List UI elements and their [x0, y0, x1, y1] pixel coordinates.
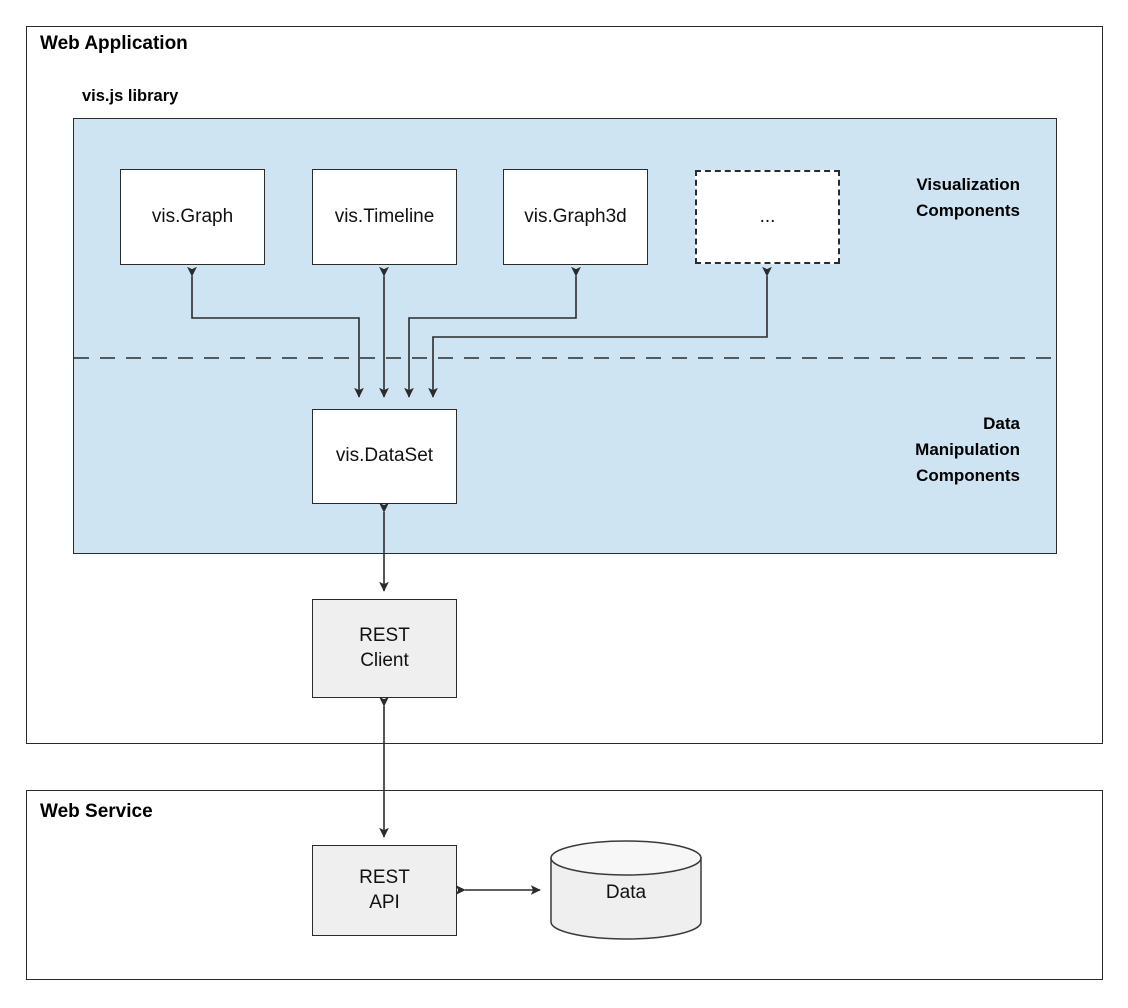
node-vis-timeline[interactable]: vis.Timeline — [312, 169, 457, 265]
node-rest-api-line-2: API — [369, 891, 400, 913]
node-rest-api-line-1: REST — [359, 867, 410, 889]
section-label-data-manipulation-line-3: Components — [916, 465, 1020, 485]
node-rest-api[interactable]: REST API — [312, 845, 457, 936]
library-title: vis.js library — [82, 87, 179, 105]
node-data-store[interactable] — [548, 840, 704, 940]
frame-web-service — [26, 790, 1103, 980]
node-vis-graph[interactable]: vis.Graph — [120, 169, 265, 265]
frame-web-service-title: Web Service — [40, 801, 153, 822]
node-rest-client-line-1: REST — [359, 625, 410, 647]
node-rest-client-line-2: Client — [360, 649, 409, 671]
node-vis-dataset[interactable]: vis.DataSet — [312, 409, 457, 504]
section-label-data-manipulation: Data Manipulation Components — [790, 411, 1020, 488]
frame-web-application — [26, 26, 1103, 744]
frame-web-application-title: Web Application — [40, 33, 188, 54]
node-rest-client[interactable]: REST Client — [312, 599, 457, 698]
section-label-visualization-line-2: Components — [916, 200, 1020, 220]
section-label-visualization: Visualization Components — [790, 172, 1020, 224]
section-label-data-manipulation-line-1: Data — [983, 414, 1020, 433]
node-more-components[interactable]: ... — [695, 170, 840, 264]
node-data-store-label: Data — [605, 882, 647, 903]
section-label-visualization-line-1: Visualization — [916, 175, 1020, 194]
node-vis-graph3d[interactable]: vis.Graph3d — [503, 169, 648, 265]
section-label-data-manipulation-line-2: Manipulation — [915, 439, 1020, 459]
